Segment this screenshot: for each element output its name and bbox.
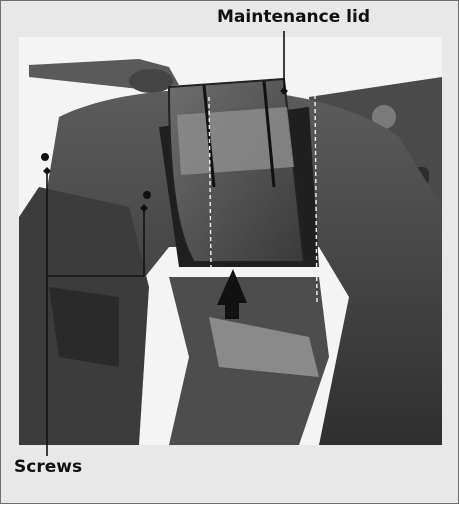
lid-leader-marker [280, 87, 288, 95]
screw-center-marker [140, 204, 148, 212]
screw-center [143, 191, 151, 199]
mirror-mount [372, 105, 396, 129]
scooter-illustration [19, 59, 442, 445]
front-cowl [39, 89, 442, 445]
scooter-photo [19, 37, 442, 445]
lid-label-sticker [177, 107, 294, 175]
lid-tab-guides [208, 94, 318, 306]
screw-left [41, 153, 49, 161]
screw-left-marker [43, 167, 51, 175]
maintenance-lid-label: Maintenance lid [217, 7, 370, 27]
arrow-up-icon [217, 269, 247, 319]
left-switch-housing [129, 69, 173, 93]
left-panel-vent [49, 287, 119, 367]
fluid-hose-area [209, 317, 319, 377]
screws-label: Screws [14, 457, 83, 477]
